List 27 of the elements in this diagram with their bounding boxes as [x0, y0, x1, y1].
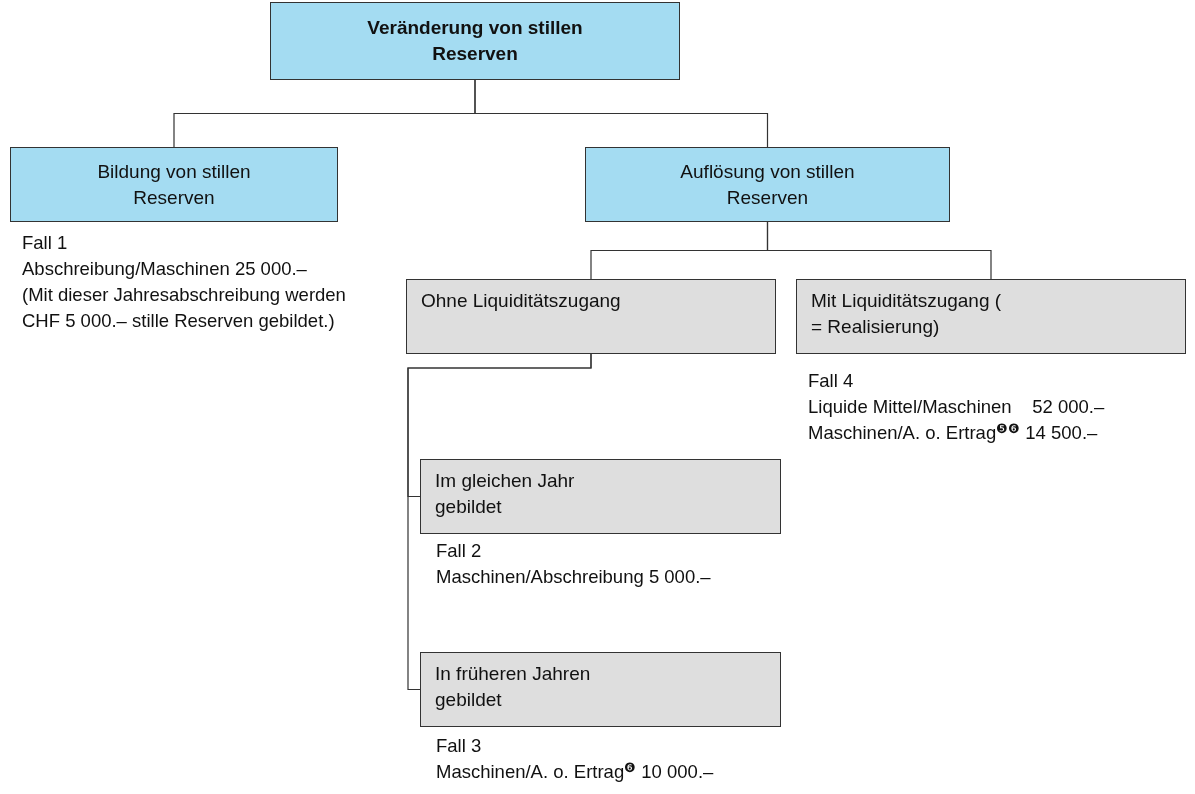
heading-box — [270, 2, 680, 80]
case-heading: Fall 2 — [436, 539, 482, 563]
box-label: Mit Liquiditätszugang ( = Realisierung) — [811, 289, 1003, 339]
box-label: Bildung von stillen Reserven — [96, 159, 252, 210]
category-box — [420, 652, 781, 727]
case-heading: Fall 1 — [22, 231, 68, 255]
category-box — [796, 279, 1186, 354]
case-heading: Fall 4 — [808, 369, 854, 393]
booking-text: Maschinen/A. o. Ertrag$^{❺❻}$ 14 500.– — [808, 419, 1098, 445]
category-box — [420, 459, 781, 534]
case-heading: Fall 3 — [436, 734, 482, 758]
box-label: Veränderung von stillen Reserven — [366, 16, 584, 66]
box-label: Im gleichen Jahr gebildet — [435, 469, 576, 519]
box-label: Auflösung von stillen Reserven — [679, 159, 856, 210]
connector-line — [474, 79, 769, 148]
booking-text: (Mit dieser Jahresabschreibung werden CHF 5 000.– stille Reserven gebildet.) — [22, 282, 347, 333]
booking-text: Maschinen/Abschreibung 5 000.– — [436, 564, 711, 589]
box-label: In früheren Jahren gebildet — [435, 662, 592, 712]
heading-box — [585, 147, 950, 222]
box-label: Ohne Liquiditätszugang — [421, 289, 621, 313]
booking-text: Abschreibung/Maschinen 25 000.– — [22, 256, 307, 281]
connector-line — [407, 353, 592, 691]
category-box — [406, 279, 776, 354]
booking-text: Liquide Mittel/Maschinen 52 000.– — [808, 394, 1105, 419]
booking-text: Maschinen/A. o. Ertrag$^{❻}$ 10 000.– — [436, 758, 714, 784]
heading-box — [10, 147, 338, 222]
connector-line — [766, 221, 992, 280]
